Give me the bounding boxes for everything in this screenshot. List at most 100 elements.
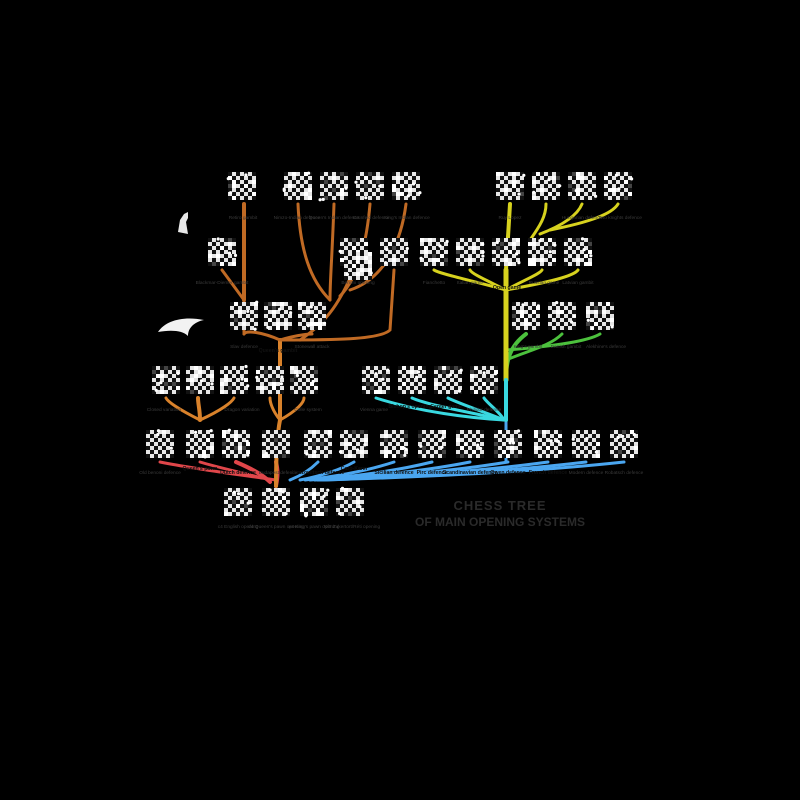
label-lbl-vienna: Vienna game — [360, 407, 389, 413]
board-french — [534, 430, 562, 458]
branch-20 — [242, 330, 282, 342]
branch-36 — [504, 332, 602, 352]
board-dragon — [186, 366, 214, 394]
label-lbl-philidor: Philidor defence — [467, 407, 502, 413]
board-english — [224, 488, 252, 516]
board-four-knights — [492, 238, 521, 266]
label-lbl-qid: Queen's Indian defence — [309, 215, 360, 221]
board-owen — [494, 429, 522, 458]
board-danish — [470, 366, 498, 394]
label-lbl-italian: Italian game — [457, 280, 483, 286]
label-lbl-english: c4 English opening — [218, 524, 259, 530]
label-lbl-dutch: Dutch defence — [220, 470, 256, 476]
branch-18 — [278, 396, 306, 422]
branch-26 — [328, 202, 336, 302]
board-larsen — [336, 486, 364, 516]
board-dutch — [222, 428, 250, 458]
branch-33 — [482, 396, 506, 422]
label-lbl-2k: Two knights defence — [598, 215, 642, 221]
label-lbl-alekhine: Alekhine's defence — [586, 344, 626, 350]
board-ponziani — [419, 238, 449, 266]
branch-32 — [446, 396, 506, 422]
board-qp — [262, 488, 290, 516]
label-lbl-blackmar: Blackmar-Diemer gambit — [196, 280, 249, 286]
tree-branches — [158, 202, 626, 488]
board-grunfeld — [354, 172, 384, 200]
label-lbl-nimzo: Nimzo-Indian defence — [274, 215, 321, 221]
board-kings-indian — [392, 172, 422, 200]
label-lbl-modern: Modern defence — [569, 470, 604, 476]
label-lbl-french: French defence — [529, 470, 567, 476]
title-line-1: CHESS TREE — [453, 498, 546, 513]
branch-13 — [196, 396, 202, 422]
board-caro-kann — [338, 430, 368, 458]
board-closed-sicilian — [152, 366, 180, 394]
label-lbl-pirc: Pirc defence — [417, 470, 448, 476]
label-lbl-colle: Colle system — [294, 407, 321, 413]
board-benko — [186, 429, 214, 459]
label-lbl-queenspawn: Queen's pawn — [183, 466, 218, 472]
branch-45 — [548, 202, 620, 232]
board-alekhine2 — [571, 430, 600, 458]
opening-boards — [146, 171, 638, 518]
label-lbl-ruy: Ruy Lopez — [499, 215, 523, 221]
branch-43 — [528, 202, 548, 242]
branch-15 — [198, 396, 236, 422]
label-lbl-latvian: Latvian gambit — [562, 280, 594, 286]
board-dutch-sys — [380, 238, 409, 266]
board-italian — [456, 238, 485, 266]
branch-44 — [538, 202, 584, 236]
board-najdorf — [220, 364, 250, 394]
board-bird — [300, 488, 330, 518]
board-center-game — [434, 366, 463, 394]
board-queens-indian — [318, 172, 348, 202]
board-trompowsky — [298, 302, 327, 330]
board-sveshnikov — [290, 366, 318, 394]
label-lbl-scandinavian: Scandinavian defence — [443, 470, 498, 476]
board-vienna — [548, 301, 576, 330]
label-lbl-center: Center game — [430, 404, 462, 410]
branch-1 — [198, 460, 264, 480]
label-lbl-hungarian: Hungarian defence — [562, 215, 603, 221]
label-lbl-stonewall: Stonewall attack — [295, 344, 331, 350]
board-scheveningen — [255, 366, 284, 394]
branch-4 — [288, 460, 320, 482]
label-lbl-fianchetto: Fianchetto — [423, 280, 446, 286]
label-lbl-dragon: Dragon variation — [224, 407, 260, 413]
branch-27 — [296, 202, 332, 302]
branch-14 — [164, 396, 202, 422]
label-lbl-slav: Slav defence — [230, 344, 258, 350]
board-nimzowitsch — [610, 430, 638, 458]
label-lbl-sicilian: Sicilian defence — [374, 470, 413, 476]
board-alekhine — [586, 302, 614, 331]
label-lbl-danish: Danish gambit — [551, 344, 582, 350]
label-lbl-caro: Caro-Kann — [341, 466, 368, 472]
board-blackmar — [208, 237, 238, 266]
branch-12 — [322, 460, 626, 482]
board-nimzo-indian — [282, 171, 312, 200]
board-hungarian — [568, 172, 598, 200]
branch-39 — [468, 268, 508, 292]
label-lbl-qg: Queen's gambit — [259, 348, 298, 354]
board-slav — [230, 300, 259, 331]
board-ruy-lopez — [496, 172, 526, 200]
board-vienna-game — [362, 366, 390, 394]
board-bishop-opening — [398, 366, 426, 394]
label-lbl-owen: Owen defence — [490, 470, 525, 476]
label-lbl-qpo: d4 Queen's pawn opening — [248, 524, 304, 530]
branch-24 — [278, 268, 396, 342]
board-pirc — [418, 430, 446, 458]
board-two-knights — [604, 172, 634, 200]
label-lbl-benoni: Benoni opening — [341, 280, 375, 286]
label-lbl-kpo: e4 King's pawn opening — [289, 524, 340, 530]
branch-40 — [504, 268, 544, 292]
branch-30 — [374, 396, 506, 422]
label-lbl-reti: Retiro gambit — [229, 215, 258, 221]
label-lbl-kg: King's gambit — [514, 344, 543, 350]
title-line-2: OF MAIN OPENING SYSTEMS — [415, 515, 585, 529]
board-old-indian — [146, 429, 174, 458]
board-modern-benoni — [344, 252, 373, 280]
label-lbl-budapest: Budapest defence — [259, 470, 298, 476]
